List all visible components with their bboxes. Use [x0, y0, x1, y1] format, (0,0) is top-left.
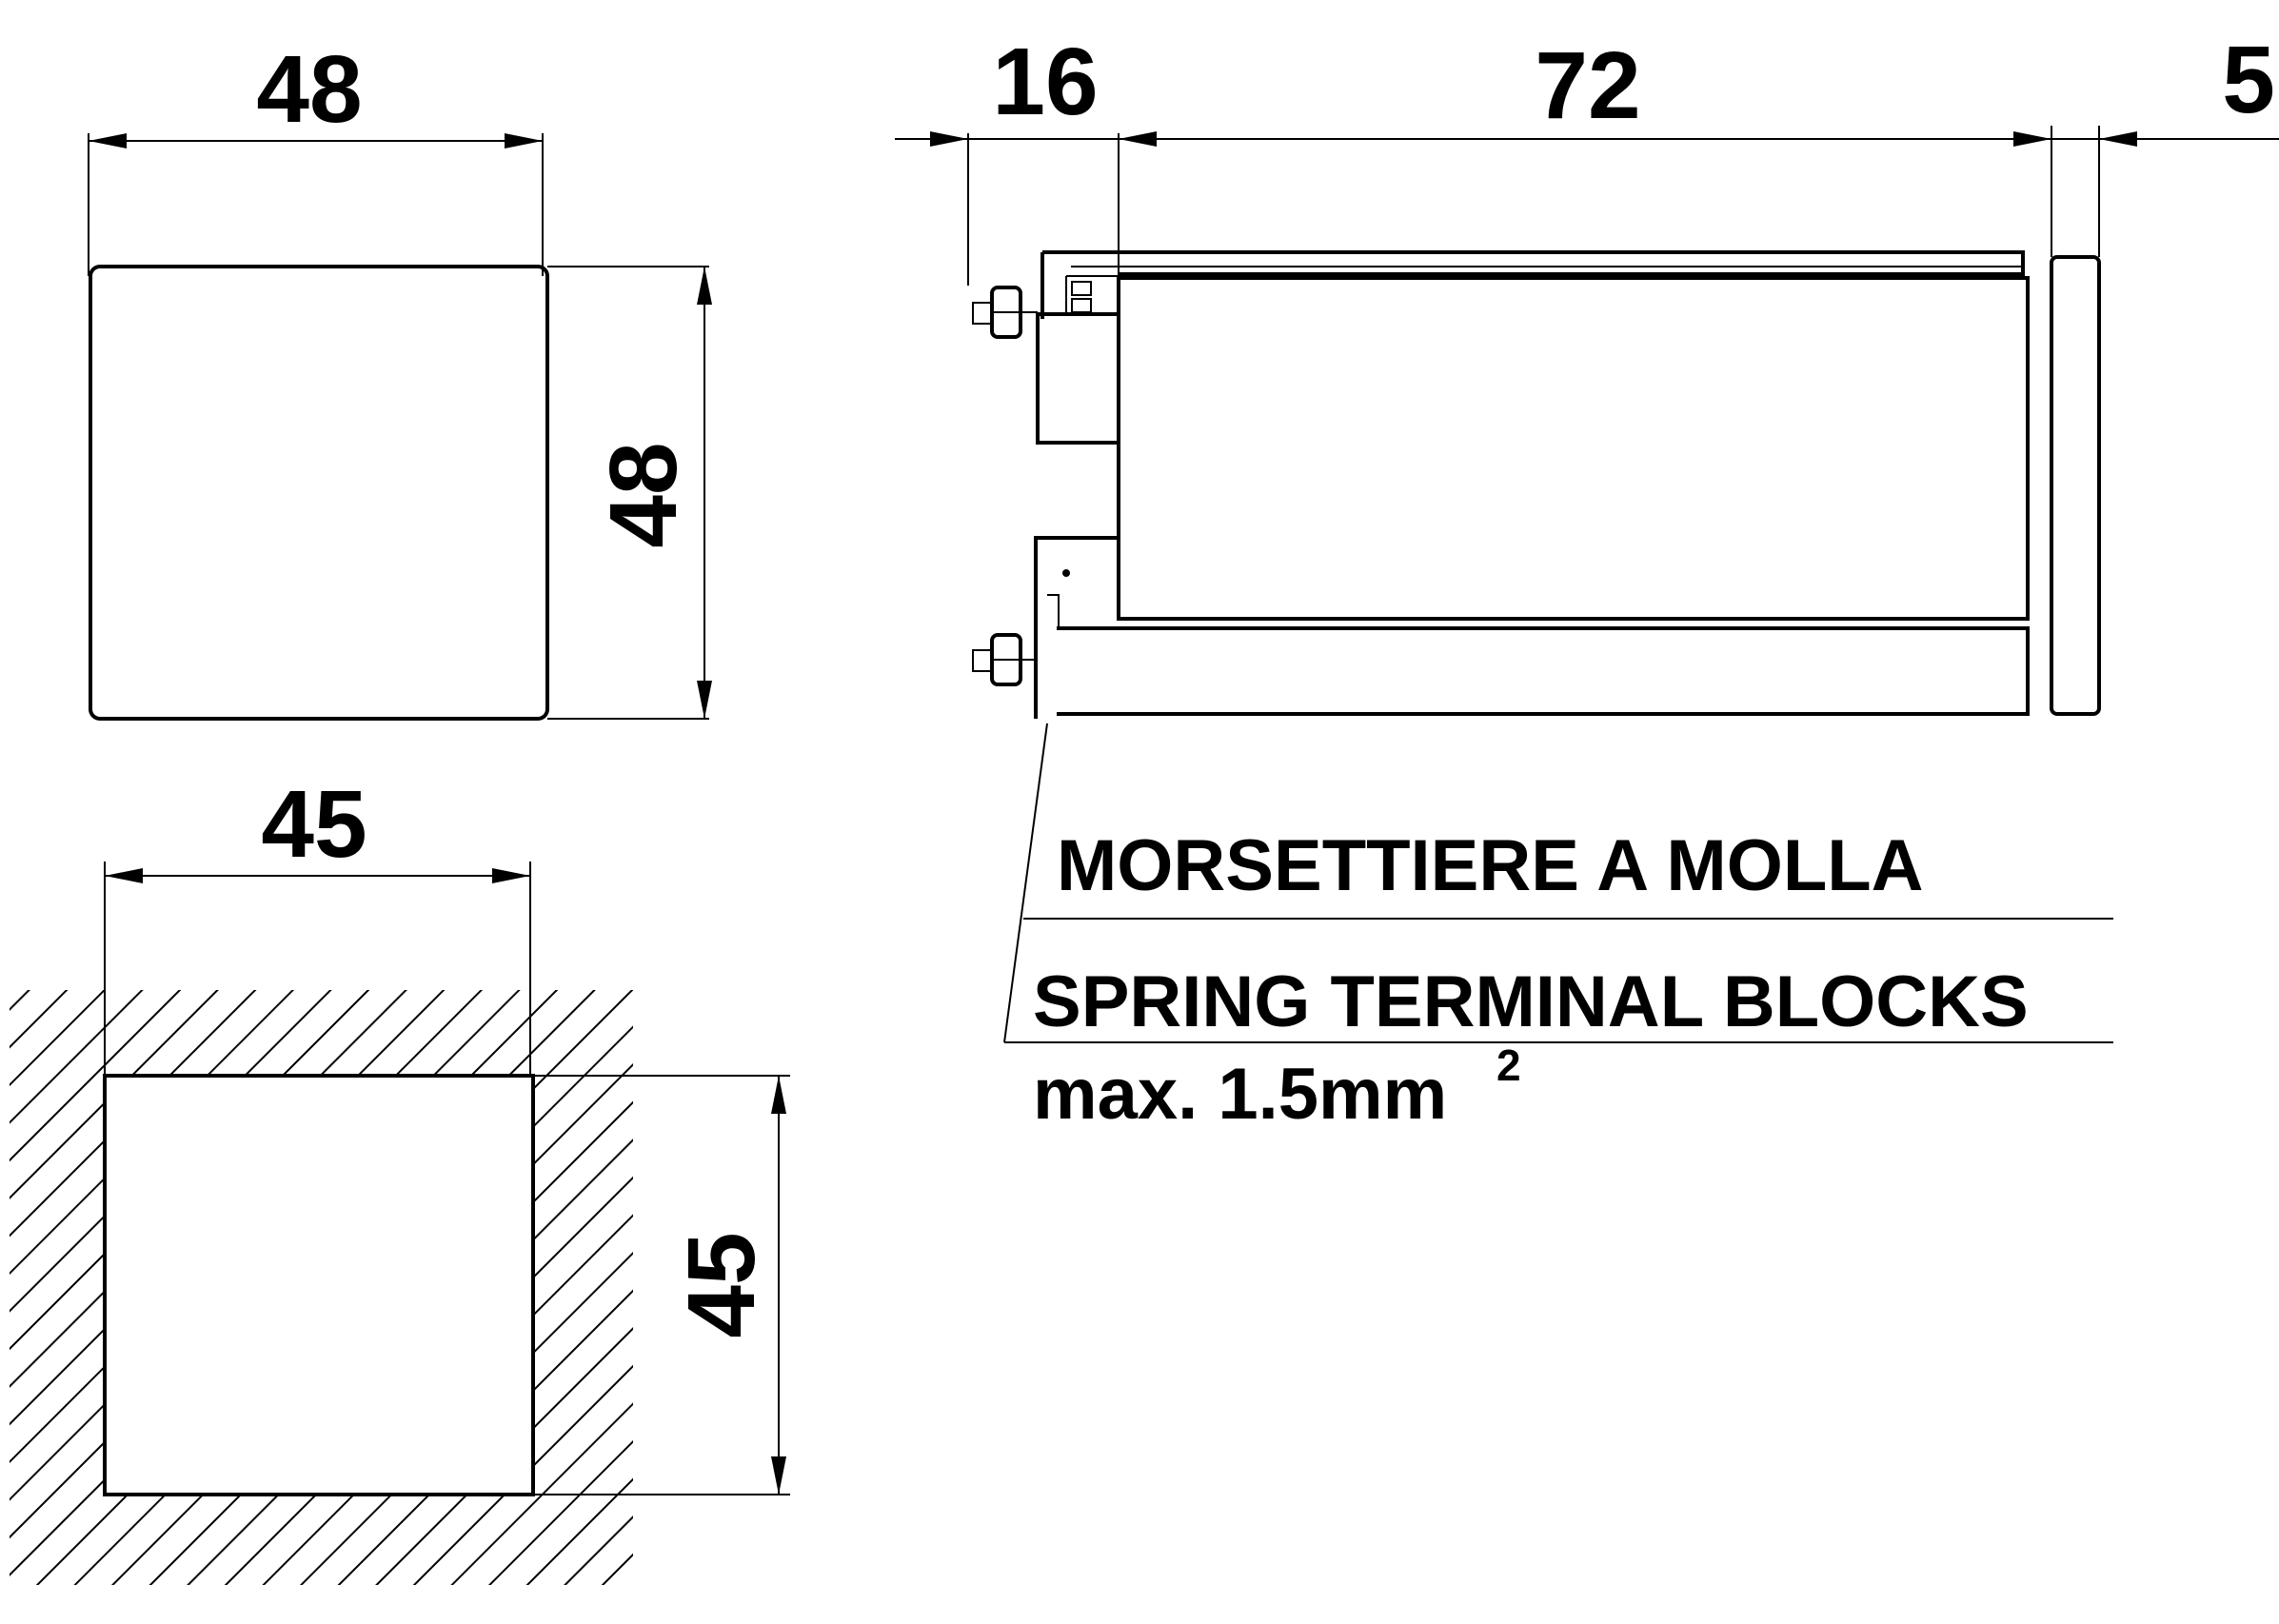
- side-lower-bolt-icon: [972, 633, 1036, 686]
- cutout-height-label: 45: [668, 1232, 775, 1337]
- cutout-width-label: 45: [261, 771, 367, 878]
- panel-cutout-view: 45 45: [10, 771, 790, 1585]
- callout-label-italian: MORSETTIERE A MOLLA: [1057, 825, 1924, 906]
- callout-leader-line: [1003, 723, 1048, 1043]
- front-view: 48 48: [88, 36, 712, 721]
- terminal-callout: MORSETTIERE A MOLLA SPRING TERMINAL BLOC…: [1003, 723, 2113, 1135]
- front-height-label: 48: [590, 442, 697, 547]
- side-upper-terminal-screw-a: [1071, 281, 1092, 296]
- side-front-depth-label: 5: [2222, 27, 2275, 133]
- side-lower-terminal-block: [1034, 536, 1119, 719]
- cutout-outline: [103, 1074, 535, 1496]
- side-top-cover: [1040, 250, 2025, 319]
- callout-label-exponent: 2: [1496, 1040, 1521, 1090]
- front-panel-outline: [89, 265, 549, 721]
- side-bottom-bar: [1057, 626, 2030, 716]
- side-upper-terminal-screw-b: [1071, 298, 1092, 313]
- callout-label-english: SPRING TERMINAL BLOCKS: [1033, 961, 2029, 1042]
- side-upper-bolt-icon: [972, 286, 1038, 339]
- front-width-label: 48: [256, 36, 362, 143]
- side-lower-terminal-housing: [1047, 594, 1076, 629]
- side-main-body: [1117, 276, 2030, 621]
- callout-label-max-section: max. 1.5mm: [1033, 1054, 1447, 1135]
- side-upper-terminal-block: [1036, 312, 1119, 445]
- side-front-bezel: [2050, 255, 2101, 716]
- side-spring-terminal-point: [1062, 569, 1070, 577]
- side-rear-depth-label: 16: [992, 29, 1098, 135]
- side-body-depth-label: 72: [1535, 32, 1640, 139]
- side-view: 16 72 5: [895, 27, 2279, 719]
